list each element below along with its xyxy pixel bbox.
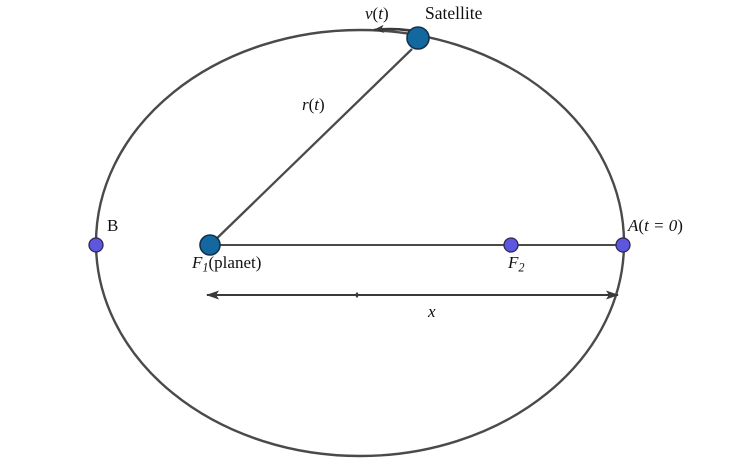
velocity-arg: t (378, 4, 383, 23)
velocity-symbol: v (365, 4, 373, 23)
point-b-marker[interactable] (88, 237, 104, 253)
point-a-arg: t = 0 (644, 216, 678, 235)
point-a-symbol: A (628, 216, 639, 235)
focus-1-subscript: 1 (202, 260, 209, 275)
radius-vector-line (209, 48, 413, 246)
focus-2-label: F2 (508, 254, 525, 274)
focus-2-marker[interactable] (503, 237, 519, 253)
satellite-marker[interactable] (406, 26, 430, 50)
point-b-label: B (107, 216, 119, 235)
focus-1-qualifier: (planet) (208, 253, 262, 272)
point-a-label: A(t = 0) (628, 217, 683, 234)
radius-label: r(t) (302, 96, 325, 113)
radius-close-paren: ) (319, 95, 325, 114)
radius-open-paren: ( (308, 95, 315, 114)
velocity-label: v(t) (365, 5, 389, 22)
velocity-close-paren: ) (382, 4, 389, 23)
focus-2-symbol: F (508, 253, 519, 272)
focus-1-label: F1(planet) (192, 254, 261, 274)
x-axis-label: x (428, 303, 436, 320)
point-a-marker[interactable] (615, 237, 631, 253)
satellite-label: Satellite (425, 3, 483, 23)
orbit-ellipse (94, 28, 626, 458)
planet-focus-marker[interactable] (199, 234, 221, 256)
focus-1-symbol: F (192, 253, 203, 272)
x-axis-symbol: x (428, 302, 436, 321)
velocity-open-paren: ( (372, 4, 379, 23)
point-a-open-paren: ( (638, 216, 645, 235)
radius-symbol: r (302, 95, 309, 114)
focus-2-subscript: 2 (518, 260, 525, 275)
radius-arg: t (314, 95, 320, 114)
point-a-close-paren: ) (677, 216, 683, 235)
